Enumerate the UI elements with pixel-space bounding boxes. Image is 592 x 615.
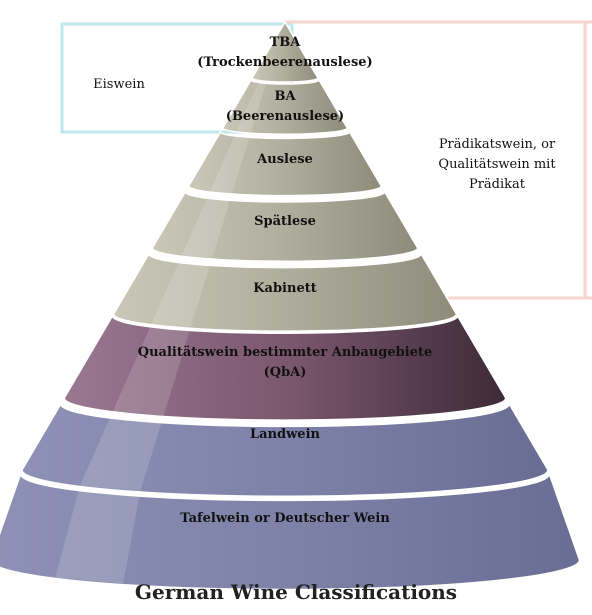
tier-label: Auslese	[256, 152, 313, 167]
tier-ba-highlight	[236, 82, 267, 133]
tier-kabinett-highlight	[151, 262, 211, 328]
diagram-caption: German Wine Classifications	[134, 580, 458, 604]
tier-spaetlese-highlight	[181, 197, 231, 259]
tier-ba	[222, 77, 348, 135]
eiswein-label: Eiswein	[93, 77, 145, 92]
tier-label-line: BA	[274, 89, 296, 104]
tier-label-line: TBA	[270, 35, 302, 50]
tier-label-line: (Beerenauslese)	[226, 109, 344, 124]
tier-label: Landwein	[250, 427, 321, 442]
tier-label: TBA (Trockenbeerenauslese)	[197, 35, 372, 70]
tier-spaetlese	[151, 189, 419, 263]
tier-label: Spätlese	[254, 214, 316, 229]
tier-kabinett	[112, 251, 458, 332]
tier-tafelwein	[0, 473, 581, 591]
praedikatswein-label-line: Prädikat	[469, 177, 526, 192]
tier-auslese	[187, 129, 383, 197]
tier-label-line: Landwein	[250, 427, 321, 442]
tier-label: Tafelwein or Deutscher Wein	[180, 511, 390, 526]
tier-label-line: (Trockenbeerenauslese)	[197, 55, 372, 70]
tier-tba	[251, 20, 319, 83]
tier-tafelwein-highlight	[55, 489, 140, 584]
tier-label-line: Tafelwein or Deutscher Wein	[180, 511, 390, 526]
tier-landwein-highlight	[79, 417, 162, 492]
praedikatswein-label-line: Qualitätswein mit	[438, 157, 556, 172]
praedikat-bracket-box	[285, 20, 592, 300]
tier-qba-highlight	[112, 326, 191, 416]
tier-label: Kabinett	[253, 281, 316, 296]
tier-label: Qualitätswein bestimmter Anbaugebiete (Qb…	[138, 345, 432, 380]
tier-label-line: Spätlese	[254, 214, 316, 229]
tier-label-line: Kabinett	[253, 281, 316, 296]
tier-auslese-highlight	[209, 135, 250, 194]
tier-qba	[63, 313, 507, 421]
tier-label-line: Qualitätswein bestimmter Anbaugebiete	[138, 345, 432, 360]
tier-landwein	[21, 401, 549, 498]
tier-label-line: Auslese	[256, 152, 313, 167]
praedikatswein-label-line: Prädikatswein, or	[439, 137, 556, 152]
tier-label-line: (QbA)	[264, 365, 307, 380]
tier-label: BA (Beerenauslese)	[226, 89, 344, 124]
